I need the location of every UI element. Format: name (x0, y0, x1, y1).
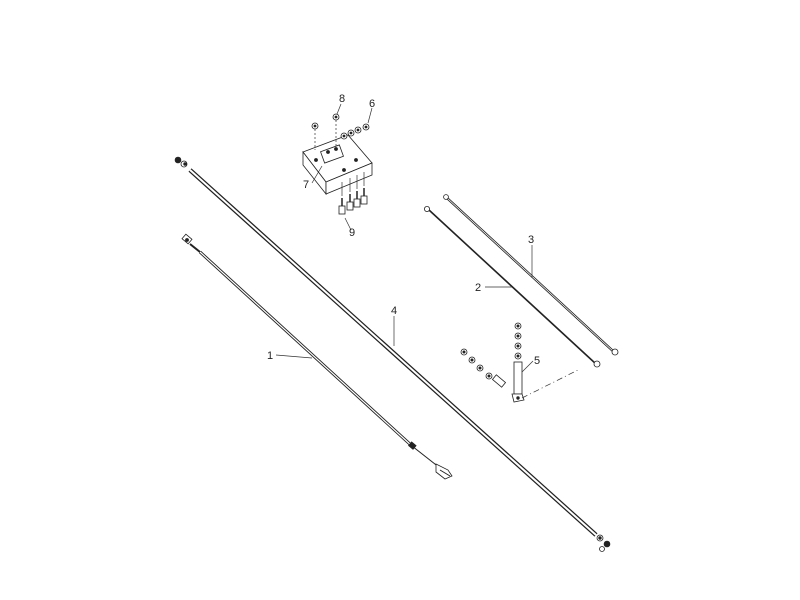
leader-7 (311, 165, 323, 184)
angled-nuts-row (460, 348, 493, 380)
rod-2-top-end (423, 205, 430, 212)
leader-6 (367, 107, 373, 124)
callouts: 1 2 3 4 5 6 7 8 9 (267, 93, 540, 367)
part-3-thin-rod (443, 194, 619, 356)
leader-lines (275, 103, 534, 373)
part-4-long-rod (174, 156, 611, 552)
leader-5 (521, 360, 534, 373)
cable-1-top-end (181, 233, 201, 253)
rod-4-bottom-fitting (596, 534, 611, 552)
callout-1: 1 (267, 350, 273, 362)
part-8-washers (311, 113, 340, 150)
leader-1 (275, 354, 313, 359)
part-6-nuts (340, 123, 370, 140)
callout-3: 3 (528, 234, 534, 246)
part-9-bolts (338, 172, 368, 215)
leader-9 (344, 217, 352, 231)
part-5-fittings (460, 322, 579, 403)
part-1-cable (181, 233, 453, 480)
cable-1-bottom-end (407, 441, 453, 480)
bracket-assembly (302, 113, 373, 215)
rod-2-bottom-end (593, 360, 601, 368)
rod-4-top-fitting (174, 156, 188, 168)
callout-6: 6 (369, 98, 375, 110)
sleeve (491, 374, 507, 388)
callout-2: 2 (475, 282, 481, 294)
callout-4: 4 (391, 305, 397, 317)
callout-5: 5 (534, 355, 540, 367)
callout-9: 9 (349, 227, 355, 239)
rod-3-bottom-end (611, 348, 619, 356)
callout-7: 7 (303, 179, 309, 191)
rod-3-top-end (443, 194, 449, 200)
leader-8 (336, 103, 342, 115)
callout-8: 8 (339, 93, 345, 105)
part-2-thin-rod (423, 205, 601, 368)
stacked-nuts-column (514, 322, 522, 360)
assembly-line (521, 369, 579, 399)
pivot-pin (513, 361, 523, 395)
